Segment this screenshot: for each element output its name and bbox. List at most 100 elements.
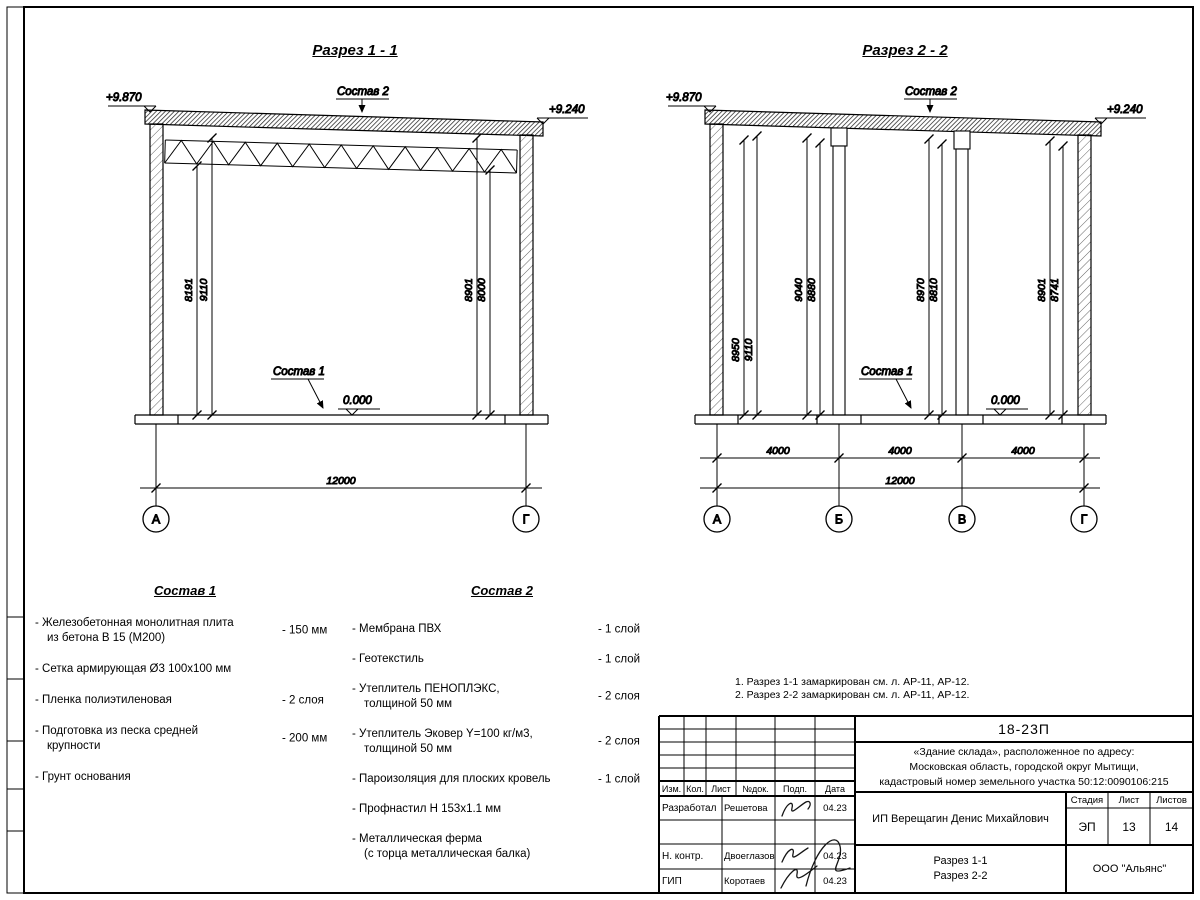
elevation-label: +9.240	[549, 104, 585, 116]
date-nkontr: 04.23	[823, 851, 847, 862]
signature	[781, 847, 809, 863]
elevation-mark	[338, 408, 380, 416]
composition-2-list: Состав 2 - Мембрана ПВХ - 1 слой - Геоте…	[352, 583, 652, 877]
item-value: - 2 слоя	[282, 694, 324, 706]
column-b	[830, 127, 848, 416]
floor-slab	[134, 414, 549, 425]
list-item: - Сетка армирующая Ø3 100x100 мм	[35, 663, 232, 675]
note-line: 1. Разрез 1-1 замаркирован см. л. АР-11,…	[735, 676, 970, 688]
notes: 1. Разрез 1-1 замаркирован см. л. АР-11,…	[735, 676, 1075, 702]
dim-label: 9110	[198, 279, 210, 302]
dim-label: 8950	[730, 338, 742, 362]
roof-truss	[164, 139, 518, 174]
dim-label: 8810	[928, 278, 940, 302]
item-value: - 2 слоя	[598, 690, 640, 703]
elevation-mark	[986, 408, 1028, 416]
date-gip: 04.23	[823, 875, 847, 887]
elevation-label: +9.240	[1107, 104, 1143, 116]
dim-label: 12000	[885, 475, 914, 487]
elevation-label: 0.000	[343, 395, 372, 407]
titleblock-grid	[658, 715, 1193, 893]
wall-right	[519, 134, 534, 416]
stage-value: ЭП	[1078, 819, 1096, 834]
role-razrabotal: Разработал	[662, 802, 717, 814]
list-item: - Пароизоляция для плоских кровель - 1 с…	[352, 773, 641, 785]
list-item: - Грунт основания	[35, 771, 131, 783]
dim-label: 8901	[1036, 278, 1048, 301]
date-razrabotal: 04.23	[823, 802, 847, 814]
section-2-2-title: Разрез 2 - 2	[862, 42, 948, 59]
col-header-ndok: №док.	[742, 783, 769, 794]
dim-label: 8880	[806, 278, 818, 302]
stage-label: Стадия	[1070, 794, 1104, 806]
list-item: - Геотекстиль - 1 слой	[352, 653, 641, 665]
dim-label: 8741	[1049, 278, 1061, 301]
doc-number: 18-23П	[998, 721, 1050, 737]
col-header-izm: Изм.	[661, 783, 682, 794]
name-razrabotal: Решетова	[724, 802, 768, 814]
axis-label: Г	[523, 513, 530, 527]
column-v	[953, 130, 971, 416]
axis-label: Г	[1081, 513, 1088, 527]
list-item: - Пленка полиэтиленовая - 2 слоя	[35, 694, 324, 706]
wall-right	[1077, 134, 1092, 416]
elevation-mark	[536, 117, 588, 125]
wall-left	[149, 123, 164, 416]
list-item: - Подготовка из песка средней крупности …	[35, 725, 328, 752]
layer-callout-label: Состав 2	[905, 86, 957, 98]
sheet-frame	[6, 6, 1194, 894]
roof-slab	[144, 109, 544, 137]
dim-label: 4000	[888, 445, 912, 457]
item-value: - 150 мм	[282, 624, 328, 637]
signature	[805, 839, 851, 887]
dim-label: 9040	[793, 278, 805, 302]
signatures	[780, 800, 851, 889]
section-1-1-drawing: +9.870 +9.240 0.000 Состав 2 Состав 1	[106, 86, 588, 533]
item-value: - 1 слой	[598, 773, 641, 785]
name-gip: Коротаев	[724, 875, 766, 887]
composition-1-list: Состав 1 - Железобетонная монолитная пли…	[35, 583, 335, 801]
dim-label: 8000	[476, 278, 488, 302]
layer-callout-label: Состав 1	[861, 366, 913, 378]
dim-label: 8901	[463, 278, 475, 301]
sheets-label: Листов	[1156, 794, 1187, 806]
signature	[781, 800, 811, 817]
list-item: - Железобетонная монолитная плита из бет…	[35, 617, 328, 644]
dim-label: 8970	[915, 278, 927, 302]
sheets-total: 14	[1164, 819, 1179, 834]
axis-label: А	[713, 513, 722, 527]
company-name: ООО "Альянс"	[1092, 863, 1167, 875]
item-value: - 200 мм	[282, 732, 328, 745]
list-item: - Профнастил Н 153х1.1 мм	[352, 803, 502, 815]
dim-label: 12000	[326, 475, 355, 487]
item-value: - 2 слоя	[598, 735, 640, 748]
role-gip: ГИП	[662, 875, 682, 887]
elevation-mark	[108, 105, 157, 113]
elevation-label: +9.870	[106, 92, 142, 104]
frame-stamp-cells	[7, 616, 24, 832]
layer-callout-label: Состав 2	[337, 86, 389, 98]
leader-line	[336, 98, 389, 113]
wall-left	[709, 123, 724, 416]
leader-line	[859, 378, 912, 409]
roof-slab	[704, 109, 1102, 137]
section-1-1-title: Разрез 1 - 1	[312, 42, 398, 59]
composition-2-title: Состав 2	[470, 583, 534, 598]
axis-label: А	[152, 513, 161, 527]
list-item: - Мембрана ПВХ - 1 слой	[352, 623, 641, 635]
leader-line	[904, 98, 957, 113]
section-2-2-drawing: +9.870 +9.240 0.000 Состав 2 Состав 1	[666, 86, 1146, 533]
list-item: - Утеплитель Эковер Y=100 кг/м3, толщино…	[352, 728, 640, 755]
axis-bubbles	[142, 505, 540, 533]
signature	[780, 865, 818, 889]
sheet-number: 13	[1122, 819, 1136, 834]
dim-label: 4000	[766, 445, 790, 457]
axis-label: В	[958, 513, 966, 527]
role-nkontr: Н. контр.	[662, 851, 704, 862]
list-item: - Утеплитель ПЕНОПЛЭКС, толщиной 50 мм -…	[352, 683, 640, 710]
dim-label: 9110	[743, 339, 755, 362]
item-value: - 1 слой	[598, 623, 641, 635]
col-header-list: Лист	[711, 783, 731, 794]
